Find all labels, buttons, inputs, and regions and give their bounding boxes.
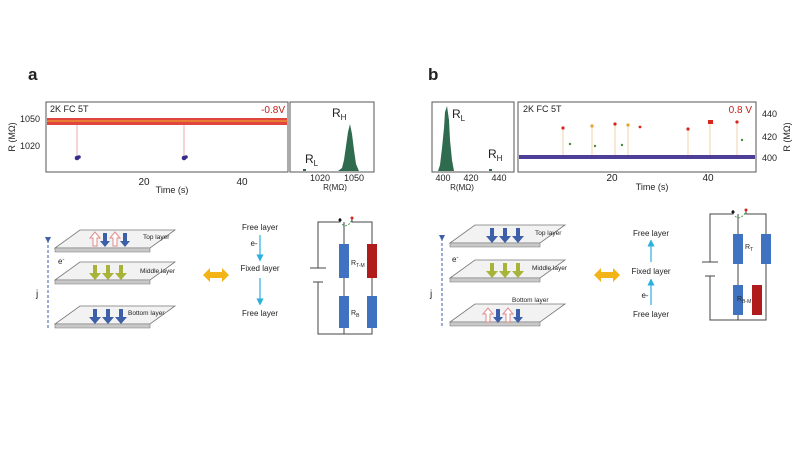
panel-a-ylabel: R (MΩ) — [7, 122, 17, 151]
panel-b-hist-peak-low — [438, 106, 454, 171]
panel-a-flow-free-top: Free layer — [242, 223, 278, 232]
panel-b-voltage: 0.8 V — [729, 105, 753, 116]
panel-b-label: b — [428, 65, 438, 84]
panel-a-top-layer-label: Top layer — [143, 234, 170, 241]
panel-b-resistor-right-top — [761, 234, 771, 264]
panel-b-ylabel: R (MΩ) — [782, 122, 792, 151]
panel-a-ytick-1020: 1020 — [20, 141, 40, 151]
panel-b-middle-layer-label: Middle layer — [532, 265, 568, 272]
panel-b-resistor-red — [752, 285, 762, 315]
panel-b-xlabel: Time (s) — [636, 182, 669, 192]
panel-a-hist-xtick-1050: 1050 — [344, 173, 364, 183]
panel-b-hist-peak-high — [489, 169, 492, 171]
panel-b-switch — [734, 211, 747, 219]
panel-a-xtick-40: 40 — [236, 177, 248, 188]
panel-a-top-spin-arrows — [88, 231, 130, 247]
panel-b-flow-fixed: Fixed layer — [631, 267, 670, 276]
panel-b-resistor-t-label: RT — [745, 244, 753, 253]
panel-b-flow-electron: e- — [641, 291, 648, 300]
panel-a-switch-dot-1 — [338, 218, 342, 222]
panel-a-xlabel: Time (s) — [156, 185, 189, 195]
panel-a-switch-dot-2 — [350, 216, 354, 220]
panel-a-resistor-tm-label: RT-M — [351, 260, 365, 269]
panel-b-electron-label: e- — [452, 255, 458, 264]
panel-a-flow-fixed: Fixed layer — [240, 264, 279, 273]
panel-a-resistor-b-label: RB — [351, 310, 360, 319]
panel-b-bottom-spin-arrows — [481, 307, 523, 323]
panel-b-double-arrow — [594, 268, 620, 282]
panel-a-label: a — [28, 65, 38, 84]
panel-a-bottom-layer-label: Bottom layer — [128, 310, 165, 317]
panel-a-hist-xtick-1020: 1020 — [310, 173, 330, 183]
panel-b-resistor-bm — [733, 285, 743, 315]
panel-a-hist-frame — [289, 101, 375, 173]
panel-b-j-label: j — [429, 289, 432, 300]
panel-b-middle-spin-arrows — [486, 263, 524, 278]
panel-b: b RL RH 400 420 440 R(MΩ) — [428, 65, 792, 328]
panel-b-hist-frame — [431, 101, 515, 173]
panel-b-ytick-400: 400 — [762, 153, 777, 163]
panel-a-trace-note: 2K FC 5T — [50, 104, 89, 114]
panel-a-middle-spin-arrows — [89, 265, 127, 280]
panel-b-hist-rh: RH — [488, 147, 503, 163]
panel-a-switch — [341, 219, 353, 227]
panel-b-trace-note: 2K FC 5T — [523, 104, 562, 114]
panel-a-double-arrow — [203, 268, 229, 282]
panel-b-hist-xtick-420: 420 — [463, 173, 478, 183]
panel-b-flow-free-bottom: Free layer — [633, 310, 669, 319]
panel-a-hist-xlabel: R(MΩ) — [323, 183, 347, 192]
panel-b-xtick-20: 20 — [606, 173, 618, 184]
panel-b-resistor-t — [733, 234, 743, 264]
panel-a-flow-free-bottom: Free layer — [242, 309, 278, 318]
panel-b-switch-dot-2 — [744, 208, 748, 212]
panel-b-resistor-bm-label: RB-M — [737, 296, 751, 305]
panel-b-trace-frame — [517, 101, 757, 173]
panel-b-top-layer-label: Top layer — [535, 230, 562, 237]
panel-a: a 2K FC 5T -0.8V 1050 1020 R (MΩ) 20 40 … — [7, 65, 377, 335]
panel-a-trace-frame — [45, 101, 289, 173]
panel-a-resistor-b — [339, 296, 349, 328]
panel-a-hist-peak-low — [303, 169, 306, 171]
panel-b-top-spin-arrows — [486, 228, 524, 243]
panel-b-hist-xtick-400: 400 — [435, 173, 450, 183]
panel-b-hist-xtick-440: 440 — [491, 173, 506, 183]
panel-a-ytick-1050: 1050 — [20, 114, 40, 124]
panel-b-ytick-420: 420 — [762, 132, 777, 142]
panel-b-hist-rl: RL — [452, 107, 466, 123]
panel-a-flow-electron: e- — [250, 239, 257, 248]
panel-a-voltage: -0.8V — [261, 105, 285, 116]
panel-b-ytick-440: 440 — [762, 109, 777, 119]
panel-a-hist-rl: RL — [305, 152, 319, 168]
panel-a-resistor-tm — [339, 244, 349, 278]
panel-a-j-label: j — [35, 289, 38, 300]
panel-b-hist-xlabel: R(MΩ) — [450, 183, 474, 192]
panel-a-hist-peak-high — [338, 124, 359, 171]
panel-a-middle-layer-label: Middle layer — [140, 268, 176, 275]
panel-b-switch-dot-1 — [731, 210, 735, 214]
panel-a-electron-label: e- — [58, 257, 64, 266]
panel-a-resistor-red — [367, 244, 377, 278]
panel-a-trace-line — [47, 118, 287, 161]
panel-b-flow-free-top: Free layer — [633, 229, 669, 238]
panel-b-trace-line — [519, 120, 755, 159]
panel-a-xtick-20: 20 — [138, 177, 150, 188]
panel-b-bottom-layer-label: Bottom layer — [512, 297, 549, 304]
panel-a-bottom-spin-arrows — [89, 309, 127, 324]
panel-a-resistor-right-bottom — [367, 296, 377, 328]
panel-b-xtick-40: 40 — [702, 173, 714, 184]
panel-a-hist-rh: RH — [332, 106, 347, 122]
